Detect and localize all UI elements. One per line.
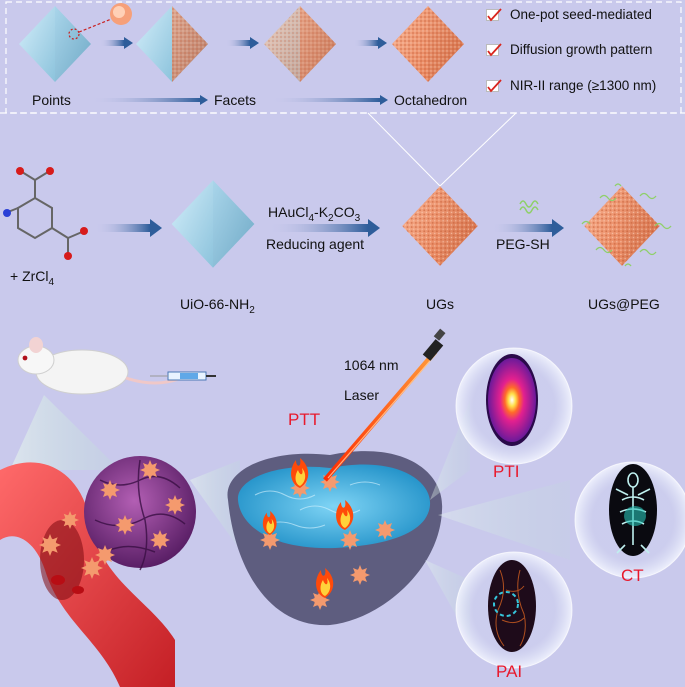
- reagent-sub: 3: [354, 212, 361, 224]
- feature-text: One-pot seed-mediated: [510, 7, 652, 22]
- stage-label-points: Points: [32, 92, 71, 108]
- ugs-label: UGs: [426, 296, 454, 312]
- feature-text: Diffusion growth pattern: [510, 42, 653, 57]
- ptt-label: PTT: [288, 410, 321, 429]
- mof-subscript: 2: [249, 304, 255, 316]
- check-icon: [486, 78, 502, 93]
- laser-label: Laser: [344, 387, 380, 403]
- reagent-formula: HAuCl4-K2CO3: [268, 204, 360, 224]
- reagent-part: -K: [314, 204, 329, 220]
- reagent-part: HAuCl: [268, 204, 309, 220]
- pai-label: PAI: [496, 662, 523, 681]
- pti-label: PTI: [493, 462, 520, 481]
- reducing-agent-label: Reducing agent: [266, 236, 365, 252]
- linker-subscript: 4: [48, 276, 55, 288]
- reagent-sub: 4: [308, 212, 315, 224]
- reagent-sub: 2: [328, 212, 334, 224]
- stage-label-octahedron: Octahedron: [394, 92, 468, 108]
- feature-item-nir-ii: NIR-II range (≥1300 nm): [486, 78, 656, 93]
- peg-sh-label: PEG-SH: [496, 236, 550, 252]
- reagent-part: CO: [333, 204, 355, 220]
- mof-label: UiO-66-NH2: [180, 296, 255, 316]
- check-icon: [486, 42, 502, 57]
- check-icon: [486, 7, 502, 22]
- laser-wavelength-label: 1064 nm: [344, 357, 399, 373]
- linker-label: + ZrCl4: [10, 268, 54, 288]
- feature-item-seed-mediated: One-pot seed-mediated: [486, 7, 652, 22]
- feature-item-diffusion-growth: Diffusion growth pattern: [486, 42, 652, 57]
- stage-label-facets: Facets: [214, 92, 257, 108]
- feature-text: NIR-II range (≥1300 nm): [510, 78, 657, 93]
- linker-text: + ZrCl: [10, 268, 49, 284]
- ct-label: CT: [621, 566, 644, 585]
- mof-text: UiO-66-NH: [180, 296, 250, 312]
- ugs-peg-label: UGs@PEG: [588, 296, 660, 312]
